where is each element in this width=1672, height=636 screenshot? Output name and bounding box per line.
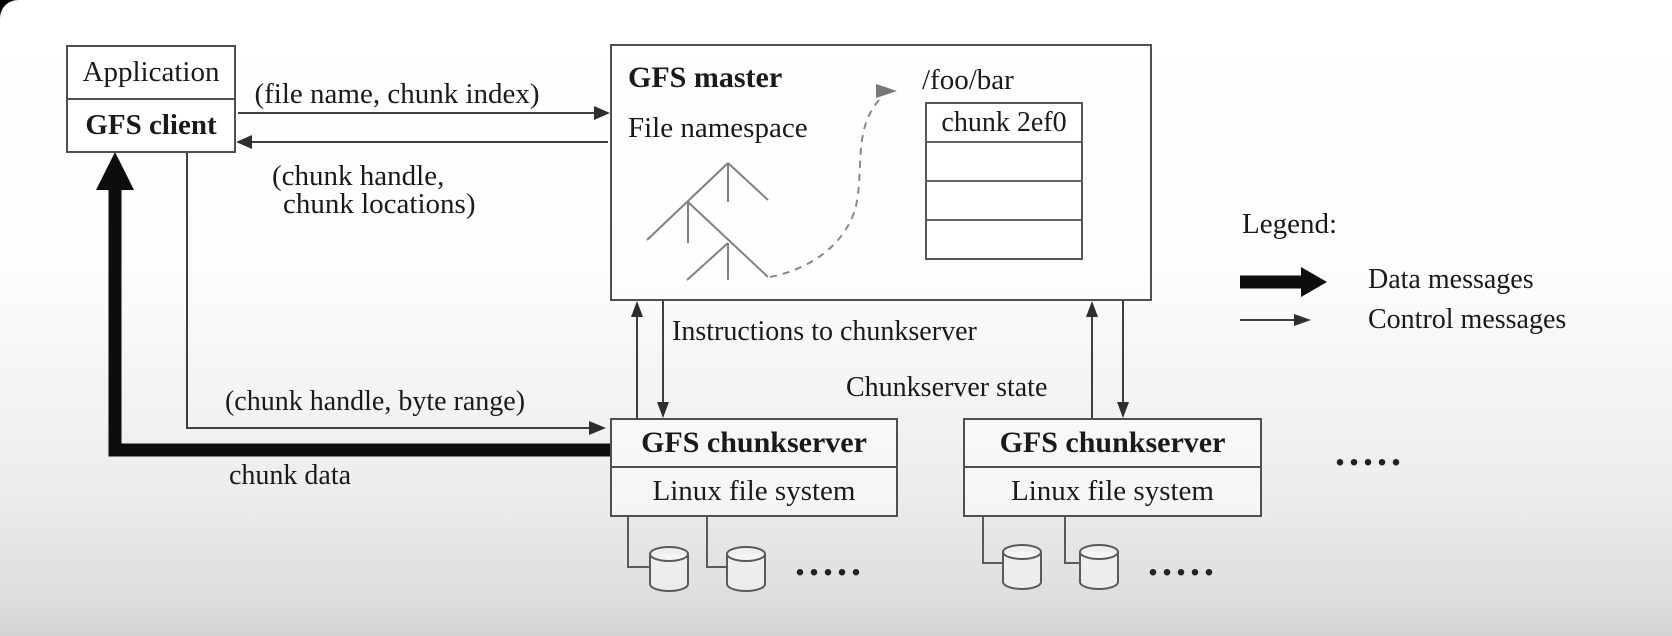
chunk-table-row bbox=[927, 182, 1081, 221]
application-label: Application bbox=[68, 47, 234, 100]
chunk-table-row bbox=[927, 221, 1081, 258]
chunk-table-row bbox=[927, 143, 1081, 182]
foo-bar-path-label: /foo/bar bbox=[922, 64, 1014, 96]
legend-title: Legend: bbox=[1242, 208, 1338, 240]
chunk-handle-byte-range-label: (chunk handle, byte range) bbox=[224, 386, 526, 417]
chunkserver1-title: GFS chunkserver bbox=[612, 420, 896, 468]
chunkserver1-subtitle: Linux file system bbox=[652, 475, 856, 507]
chunkserver2-box: GFS chunkserver Linux file system bbox=[963, 418, 1262, 517]
file-namespace-label: File namespace bbox=[628, 112, 808, 144]
chunk-data-label: chunk data bbox=[228, 460, 352, 491]
chunk-handle-label-line2: chunk locations) bbox=[283, 188, 476, 220]
chunk-table: chunk 2ef0 bbox=[925, 102, 1083, 260]
legend-data-arrow bbox=[1240, 267, 1327, 297]
cs2-disk-icons bbox=[1002, 544, 1119, 590]
chunk-table-row: chunk 2ef0 bbox=[927, 104, 1081, 143]
chunkserver2-title: GFS chunkserver bbox=[965, 420, 1260, 468]
cs1-disk-connectors bbox=[627, 517, 727, 568]
more-chunkservers-ellipsis: ..... bbox=[1335, 429, 1405, 474]
chunkserver-state-label: Chunkserver state bbox=[846, 372, 1048, 403]
gfs-client-label: GFS client bbox=[85, 109, 217, 141]
legend-data-messages-label: Data messages bbox=[1368, 264, 1534, 295]
player-corner-artifact bbox=[0, 0, 18, 18]
chunkserver1-box: GFS chunkserver Linux file system bbox=[610, 418, 898, 517]
legend-control-messages-label: Control messages bbox=[1368, 304, 1567, 335]
client-box: Application GFS client bbox=[66, 45, 236, 153]
cs2-more-disks-ellipsis: ..... bbox=[1148, 539, 1218, 584]
file-name-chunk-index-label: (file name, chunk index) bbox=[254, 78, 540, 110]
instructions-label: Instructions to chunkserver bbox=[672, 316, 977, 347]
cs1-disk-icons bbox=[649, 546, 766, 592]
master-title: GFS master bbox=[628, 61, 783, 94]
cs2-disk-connectors bbox=[982, 517, 1080, 564]
chunkserver2-subtitle: Linux file system bbox=[1011, 475, 1214, 507]
cs1-more-disks-ellipsis: ..... bbox=[795, 539, 865, 584]
